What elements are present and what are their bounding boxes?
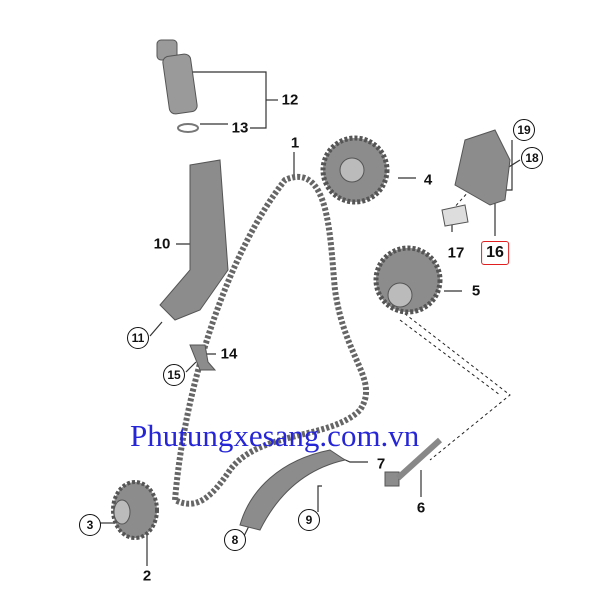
callout-13: 13 bbox=[231, 119, 249, 137]
gasket bbox=[441, 204, 469, 227]
bolt bbox=[384, 437, 443, 487]
callout-12: 12 bbox=[281, 91, 299, 109]
seal-ring bbox=[177, 123, 199, 133]
callout-2: 2 bbox=[142, 567, 152, 585]
callout-18: 18 bbox=[521, 147, 543, 169]
callout-17: 17 bbox=[447, 244, 465, 262]
watermark-text: Phutungxesang.com.vn bbox=[130, 418, 420, 453]
callout-7: 7 bbox=[376, 455, 386, 473]
callout-1: 1 bbox=[290, 134, 300, 152]
callout-4: 4 bbox=[423, 171, 433, 189]
camshaft-sprocket-4 bbox=[320, 135, 390, 205]
dashed-lines bbox=[399, 189, 511, 461]
callout-5: 5 bbox=[471, 282, 481, 300]
solenoid-valve bbox=[454, 129, 511, 206]
callout-6: 6 bbox=[416, 499, 426, 517]
callout-15: 15 bbox=[163, 364, 185, 386]
callout-8: 8 bbox=[224, 529, 246, 551]
callout-16-highlighted: 16 bbox=[481, 241, 509, 265]
callout-19: 19 bbox=[513, 119, 535, 141]
tensioner-rail bbox=[159, 159, 229, 321]
camshaft-sprocket-5 bbox=[373, 245, 443, 315]
callout-11: 11 bbox=[127, 327, 149, 349]
callout-9: 9 bbox=[298, 509, 320, 531]
callout-14: 14 bbox=[220, 345, 238, 363]
callout-3: 3 bbox=[79, 514, 101, 536]
crankshaft-sprocket bbox=[111, 480, 159, 540]
callout-10: 10 bbox=[153, 235, 171, 253]
clip bbox=[189, 344, 217, 371]
guide-rail bbox=[239, 449, 347, 531]
leader-lines bbox=[100, 71, 521, 566]
tensioner-piston bbox=[156, 39, 198, 115]
